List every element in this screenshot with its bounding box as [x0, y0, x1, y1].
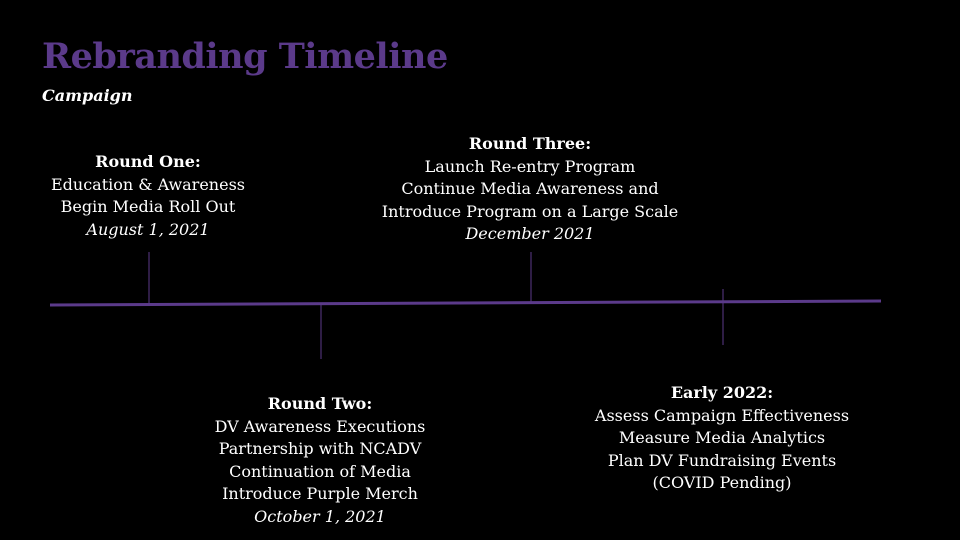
event-detail: Continue Media Awareness and [401, 179, 659, 198]
page-subtitle: Campaign [42, 86, 133, 105]
timeline-event-round-two: Round Two: DV Awareness Executions Partn… [195, 393, 445, 528]
event-detail: Launch Re-entry Program [424, 156, 636, 176]
timeline-event-round-three: Round Three: Launch Re-entry Program Con… [365, 133, 695, 246]
page-title: Rebranding Timeline [42, 36, 448, 77]
event-label: Round Three: [468, 134, 592, 153]
event-label: Round One: [95, 152, 201, 171]
event-label: Early 2022: [670, 383, 774, 402]
event-detail: Education & Awareness [50, 174, 245, 194]
event-date: August 1, 2021 [86, 219, 210, 239]
event-detail: Begin Media Roll Out [60, 197, 236, 216]
event-detail: Partnership with NCADV [218, 439, 422, 458]
timeline-axis [49, 299, 882, 307]
event-detail: Assess Campaign Effectiveness [594, 405, 850, 425]
event-label: Round Two: [267, 394, 373, 413]
event-detail: Introduce Purple Merch [222, 484, 418, 503]
event-detail: Introduce Program on a Large Scale [381, 201, 679, 221]
event-date: October 1, 2021 [254, 506, 386, 526]
event-detail: DV Awareness Executions [214, 416, 426, 436]
event-detail: Measure Media Analytics [618, 428, 826, 447]
event-detail: Continuation of Media [229, 461, 411, 481]
timeline-event-early-2022: Early 2022: Assess Campaign Effectivenes… [572, 382, 872, 495]
timeline-event-round-one: Round One: Education & Awareness Begin M… [28, 151, 268, 241]
event-detail: Plan DV Fundraising Events [607, 450, 837, 470]
event-date: December 2021 [465, 224, 595, 243]
event-detail: (COVID Pending) [652, 473, 792, 492]
